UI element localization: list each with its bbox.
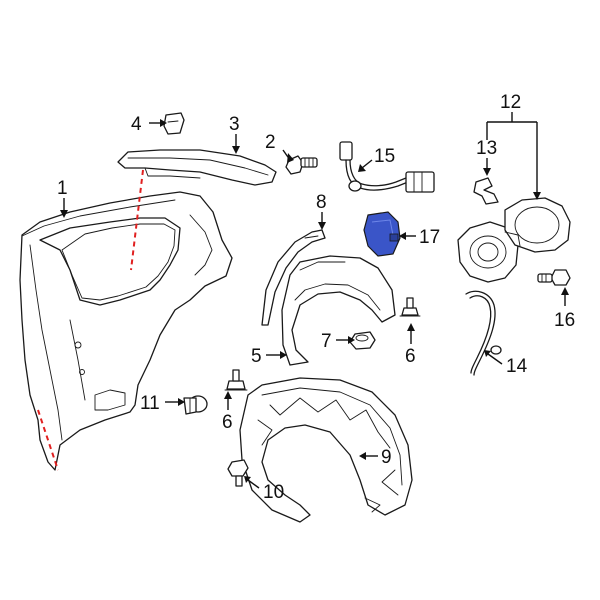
callout-13: 13 xyxy=(476,138,497,159)
callout-2: 2 xyxy=(265,132,276,153)
callout-16: 16 xyxy=(554,310,575,331)
wire-harness[interactable] xyxy=(339,141,435,193)
callout-1: 1 xyxy=(57,178,68,199)
wheelhouse-liner[interactable] xyxy=(239,377,413,523)
spring-clip[interactable] xyxy=(473,177,499,205)
screw-part-10[interactable] xyxy=(227,459,249,487)
callout-7: 7 xyxy=(321,331,332,352)
flare-molding-strip[interactable] xyxy=(261,229,326,326)
callout-6-lower: 6 xyxy=(222,412,233,433)
callout-3: 3 xyxy=(229,114,240,135)
callout-6-right: 6 xyxy=(405,346,416,367)
callout-14: 14 xyxy=(506,356,528,377)
fuel-door-actuator[interactable] xyxy=(363,211,401,257)
push-fastener-6-right[interactable] xyxy=(399,297,421,317)
callout-5: 5 xyxy=(251,346,262,367)
cut-line-upper xyxy=(130,169,144,271)
callout-labels: 1 2 3 4 5 6 6 7 8 9 10 11 12 13 14 15 16… xyxy=(57,92,575,503)
upper-rail-molding[interactable] xyxy=(117,149,277,186)
callout-9: 9 xyxy=(381,447,392,468)
callout-11: 11 xyxy=(140,393,160,414)
callout-12: 12 xyxy=(500,92,521,113)
callout-15: 15 xyxy=(374,146,395,167)
quarter-panel[interactable] xyxy=(19,191,233,471)
grommet-part-11[interactable] xyxy=(183,395,208,415)
wheel-opening-flare[interactable] xyxy=(281,255,396,366)
callout-4: 4 xyxy=(131,114,142,135)
callout-17: 17 xyxy=(419,227,440,248)
callout-10: 10 xyxy=(263,482,284,503)
fuel-door-assembly[interactable] xyxy=(457,197,571,283)
clip-bracket[interactable] xyxy=(163,112,185,135)
callout-8: 8 xyxy=(316,192,327,213)
push-fastener-6-lower[interactable] xyxy=(224,369,248,391)
nut-part-7[interactable] xyxy=(349,331,376,350)
drain-hose[interactable] xyxy=(465,290,502,376)
cut-line-lower xyxy=(37,409,59,471)
leader-lines xyxy=(60,112,569,489)
bolt-part-16[interactable] xyxy=(537,269,571,286)
